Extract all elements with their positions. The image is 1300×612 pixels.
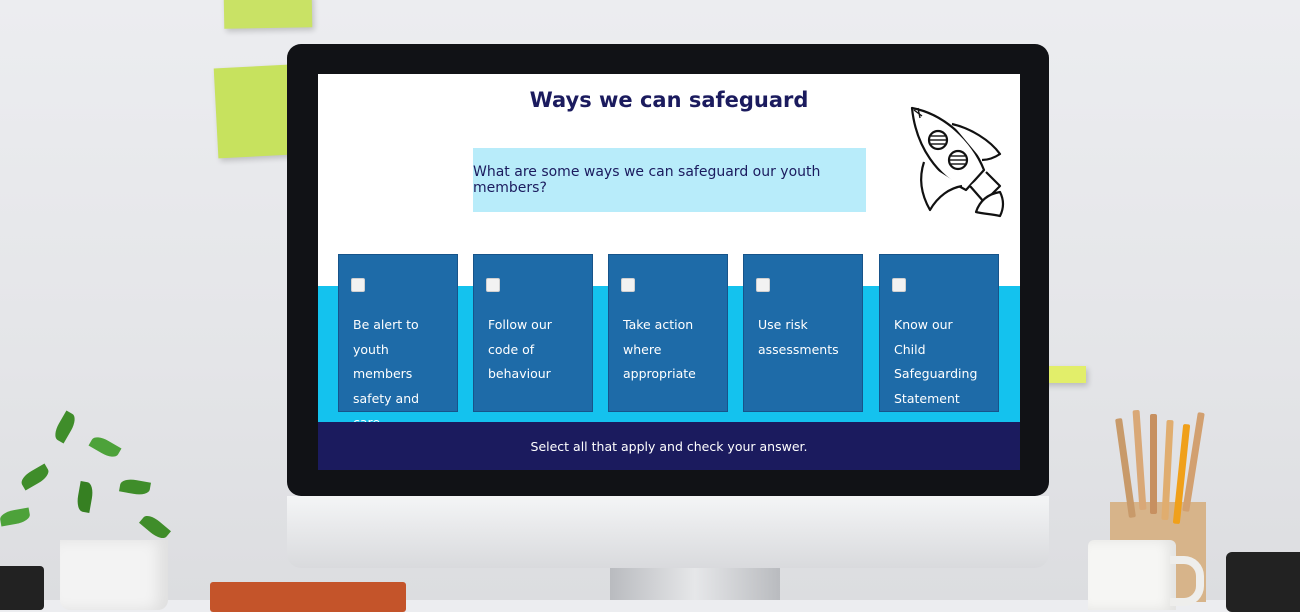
option-label-2: Follow our code of behaviour [488,317,552,381]
mug-handle [1170,556,1204,606]
question-text: What are some ways we can safeguard our … [473,164,821,196]
option-card-1[interactable]: Be alert to youth members safety and car… [338,254,458,430]
option-label-1: Be alert to youth members safety and car… [353,317,420,430]
option-label-3: Take action where appropriate [623,317,696,381]
option-checkbox-2[interactable] [486,278,500,292]
option-label-5: Know our Child Safeguarding Statement [894,317,978,406]
camera-right [1226,552,1300,612]
slide-title: Ways we can safeguard [529,88,809,112]
option-card-3[interactable]: Take action where appropriate [608,254,728,412]
orange-tray [210,582,406,612]
sticky-note-top [223,0,313,29]
option-checkbox-5[interactable] [892,278,906,292]
monitor-chin [287,496,1049,568]
rocket-icon [910,106,1005,218]
option-card-5[interactable]: Know our Child Safeguarding Statement [879,254,999,412]
instruction-bar: Select all that apply and check your ans… [318,422,1020,470]
option-checkbox-4[interactable] [756,278,770,292]
option-card-2[interactable]: Follow our code of behaviour [473,254,593,412]
camera-left [0,566,44,610]
option-card-4[interactable]: Use risk assessments [743,254,863,412]
monitor-stand [610,568,780,600]
option-checkbox-3[interactable] [621,278,635,292]
monitor-screen: Ways we can safeguard What are some ways… [318,74,1020,470]
coffee-mug [1088,540,1176,610]
question-box: What are some ways we can safeguard our … [473,148,866,212]
option-checkbox-1[interactable] [351,278,365,292]
option-label-4: Use risk assessments [758,317,839,357]
instruction-text: Select all that apply and check your ans… [530,438,808,454]
plant-pot [60,540,168,610]
